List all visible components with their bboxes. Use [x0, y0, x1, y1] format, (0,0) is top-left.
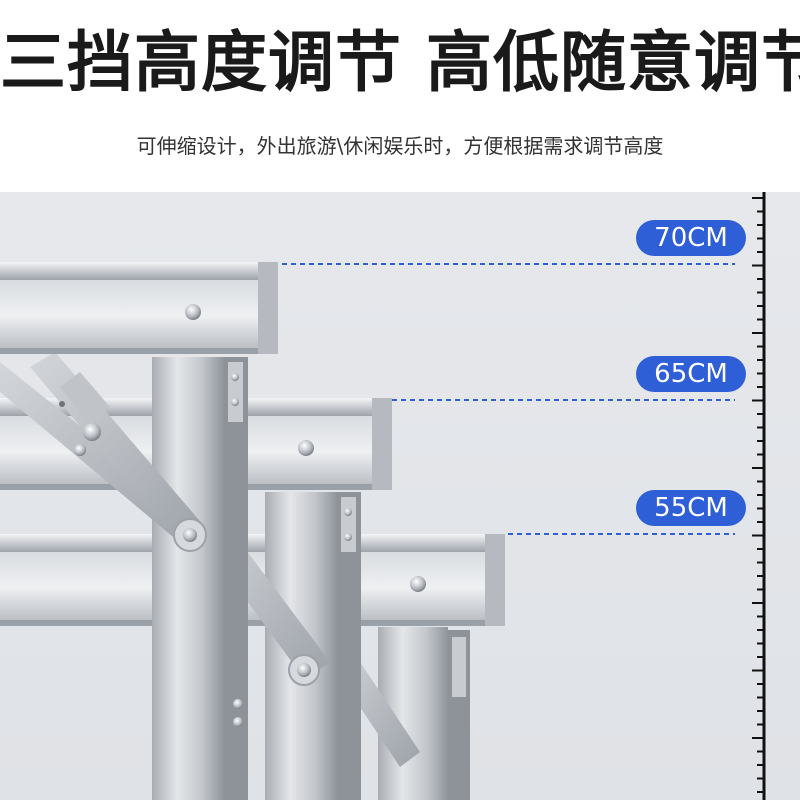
subline-description: 可伸缩设计，外出旅游\休闲娱乐时，方便根据需求调节高度: [136, 134, 664, 158]
header-section: 三挡高度调节 高低随意调节 可伸缩设计，外出旅游\休闲娱乐时，方便根据需求调节高…: [0, 0, 800, 192]
table-illustration: [0, 192, 766, 800]
table-height-scene: 70CM 65CM 55CM: [0, 192, 800, 800]
height-badge-65: 65CM: [636, 356, 746, 392]
ruler-scale: [752, 192, 766, 800]
headline-title: 三挡高度调节 高低随意调节: [0, 24, 800, 101]
height-badge-55: 55CM: [636, 490, 746, 526]
table-high: [0, 262, 278, 800]
height-guides: [282, 263, 735, 535]
height-badge-70: 70CM: [636, 220, 746, 256]
